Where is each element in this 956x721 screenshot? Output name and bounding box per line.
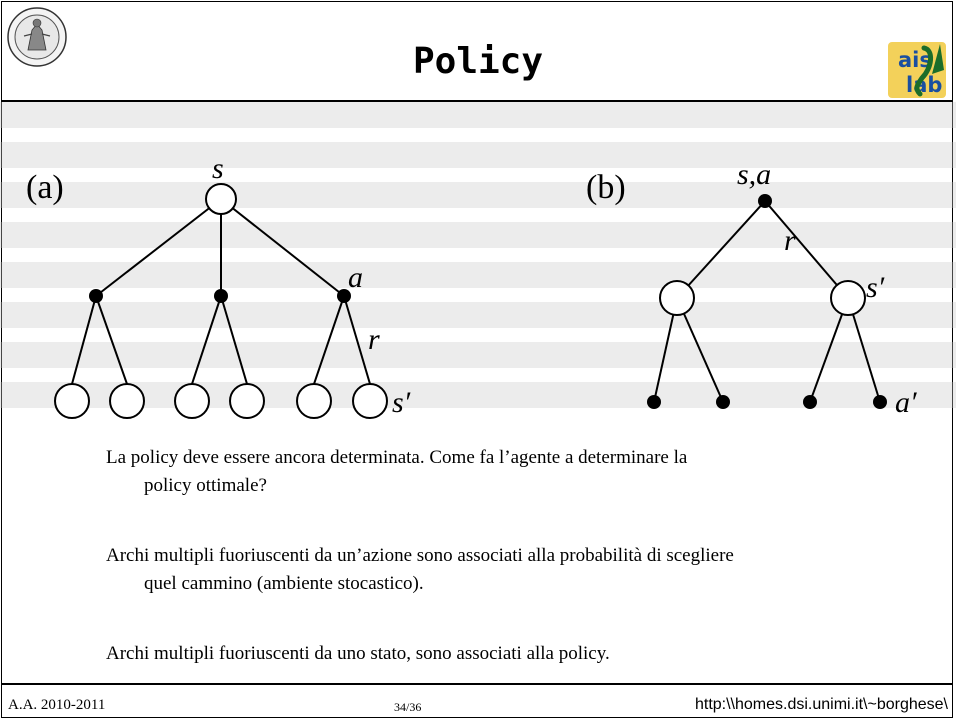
next-action-node	[716, 395, 730, 409]
diagram-a	[71, 198, 371, 385]
panel-b-next-action-label: a′	[895, 386, 917, 419]
paragraph-continuation: policy ottimale?	[144, 475, 267, 496]
action-node	[89, 289, 103, 303]
next-state-node	[659, 280, 695, 316]
paragraph-continuation: quel cammino (ambiente stocastico).	[144, 573, 424, 594]
panel-b-next-state-label: s′	[866, 271, 885, 304]
faint-background-text	[0, 102, 956, 408]
footer-academic-year: A.A. 2010-2011	[8, 697, 106, 713]
next-state-node-s-prime	[830, 280, 866, 316]
footer-url: http:\\homes.dsi.unimi.it\~borghese\	[694, 696, 948, 713]
panel-a-action-label: a	[348, 261, 363, 294]
next-action-node-a-prime	[873, 395, 887, 409]
panel-b-label: (b)	[586, 169, 626, 206]
university-seal-logo	[7, 7, 67, 67]
panel-b-reward-label: r	[784, 224, 796, 257]
next-state-node	[296, 383, 332, 419]
panel-b-state-action-label: s,a	[737, 158, 771, 191]
next-state-node-s-prime	[352, 383, 388, 419]
panel-a-label: (a)	[26, 169, 64, 206]
footer-page-number: 34/36	[394, 700, 422, 714]
paragraph-policy-question: La policy deve essere ancora determinata…	[106, 444, 826, 500]
next-state-node	[229, 383, 265, 419]
paragraph-line: Archi multipli fuoriuscenti da uno stato…	[106, 643, 610, 664]
next-state-node	[54, 383, 90, 419]
slide-title: Policy	[412, 41, 544, 82]
next-state-node	[174, 383, 210, 419]
paragraph-line: Archi multipli fuoriuscenti da un’azione…	[106, 545, 734, 566]
panel-a-next-state-label: s′	[392, 386, 411, 419]
action-node-a	[337, 289, 351, 303]
paragraph-line: La policy deve essere ancora determinata…	[106, 447, 688, 468]
ais-lab-logo: ais lab	[888, 42, 946, 98]
next-state-node	[109, 383, 145, 419]
title-divider-top	[1, 100, 953, 102]
state-node-s	[205, 183, 237, 215]
backup-diagrams: (a) s a r s′ (b) s,a r s′ a′	[0, 102, 956, 419]
next-action-node	[803, 395, 817, 409]
paragraph-policy-arcs: Archi multipli fuoriuscenti da uno stato…	[106, 640, 826, 668]
state-action-node	[758, 194, 772, 208]
panel-a-state-label: s	[212, 152, 224, 185]
paragraph-stochastic-arcs: Archi multipli fuoriuscenti da un’azione…	[106, 542, 826, 598]
panel-a-reward-label: r	[368, 323, 380, 356]
action-node	[214, 289, 228, 303]
footer-divider	[1, 683, 953, 685]
next-action-node	[647, 395, 661, 409]
